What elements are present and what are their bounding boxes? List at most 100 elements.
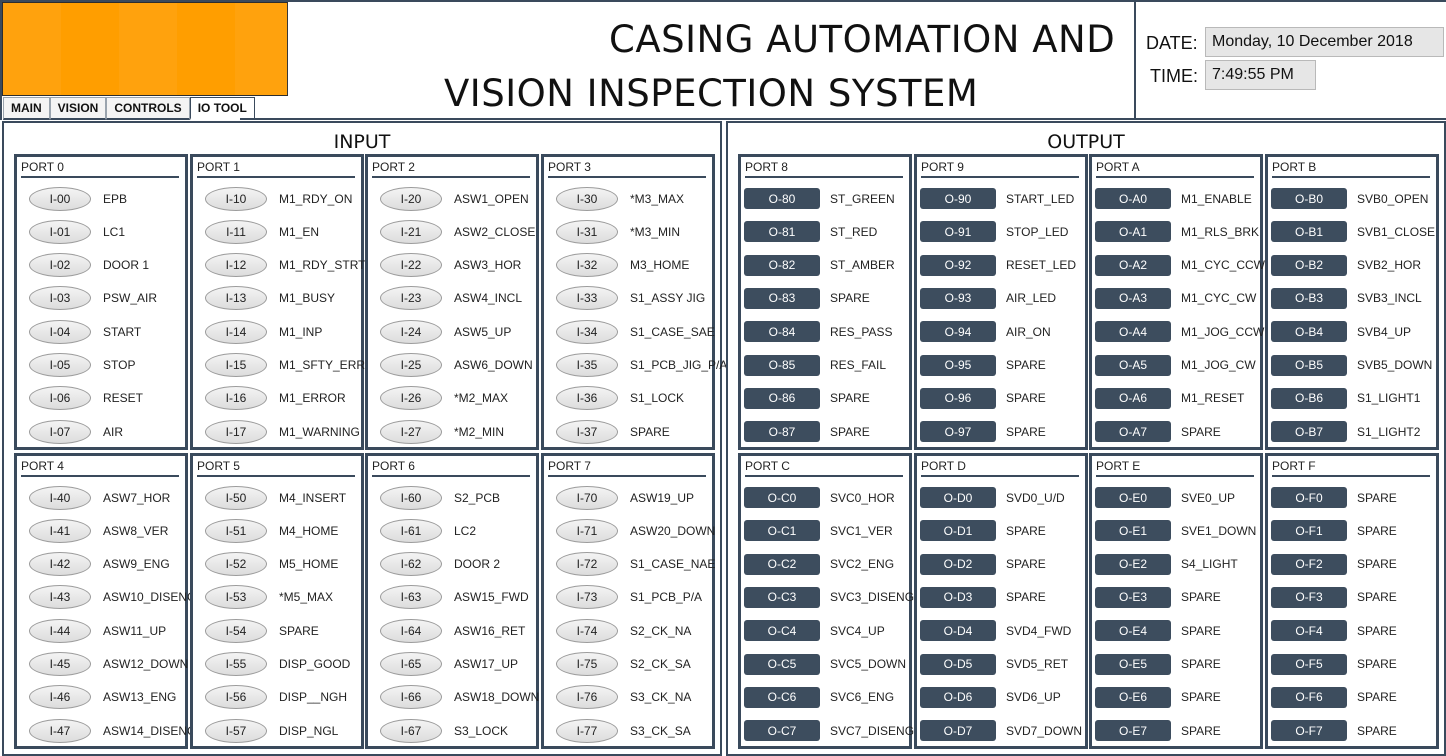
input-indicator-led[interactable]: I-32	[556, 253, 618, 278]
input-indicator-led[interactable]: I-34	[556, 319, 618, 344]
input-indicator-led[interactable]: I-43	[29, 585, 91, 610]
input-indicator-led[interactable]: I-13	[205, 286, 267, 311]
output-indicator-button[interactable]: O-C7	[744, 720, 820, 742]
input-indicator-led[interactable]: I-66	[380, 685, 442, 710]
output-indicator-button[interactable]: O-E1	[1095, 520, 1171, 542]
output-indicator-button[interactable]: O-D3	[920, 586, 996, 608]
input-indicator-led[interactable]: I-72	[556, 552, 618, 577]
output-indicator-button[interactable]: O-B3	[1271, 287, 1347, 309]
output-indicator-button[interactable]: O-87	[744, 421, 820, 443]
output-indicator-button[interactable]: O-B6	[1271, 387, 1347, 409]
output-indicator-button[interactable]: O-96	[920, 387, 996, 409]
output-indicator-button[interactable]: O-C6	[744, 686, 820, 708]
output-indicator-button[interactable]: O-82	[744, 254, 820, 276]
output-indicator-button[interactable]: O-D2	[920, 553, 996, 575]
output-indicator-button[interactable]: O-86	[744, 387, 820, 409]
output-indicator-button[interactable]: O-E4	[1095, 620, 1171, 642]
output-indicator-button[interactable]: O-80	[744, 188, 820, 209]
input-indicator-led[interactable]: I-46	[29, 685, 91, 710]
output-indicator-button[interactable]: O-A2	[1095, 254, 1171, 276]
output-indicator-button[interactable]: O-97	[920, 421, 996, 443]
input-indicator-led[interactable]: I-77	[556, 718, 618, 743]
input-indicator-led[interactable]: I-24	[380, 319, 442, 344]
input-indicator-led[interactable]: I-71	[556, 518, 618, 543]
input-indicator-led[interactable]: I-45	[29, 652, 91, 676]
output-indicator-button[interactable]: O-B7	[1271, 421, 1347, 443]
output-indicator-button[interactable]: O-D4	[920, 620, 996, 642]
input-indicator-led[interactable]: I-64	[380, 618, 442, 643]
output-indicator-button[interactable]: O-B5	[1271, 354, 1347, 376]
input-indicator-led[interactable]: I-05	[29, 353, 91, 377]
input-indicator-led[interactable]: I-10	[205, 186, 267, 211]
output-indicator-button[interactable]: O-D1	[920, 520, 996, 542]
output-indicator-button[interactable]: O-C2	[744, 553, 820, 575]
output-indicator-button[interactable]: O-E0	[1095, 487, 1171, 508]
input-indicator-led[interactable]: I-76	[556, 685, 618, 710]
output-indicator-button[interactable]: O-F2	[1271, 553, 1347, 575]
output-indicator-button[interactable]: O-93	[920, 287, 996, 309]
output-indicator-button[interactable]: O-E6	[1095, 686, 1171, 708]
output-indicator-button[interactable]: O-F0	[1271, 487, 1347, 508]
input-indicator-led[interactable]: I-33	[556, 286, 618, 311]
input-indicator-led[interactable]: I-65	[380, 652, 442, 676]
input-indicator-led[interactable]: I-40	[29, 485, 91, 510]
input-indicator-led[interactable]: I-53	[205, 585, 267, 610]
output-indicator-button[interactable]: O-D6	[920, 686, 996, 708]
output-indicator-button[interactable]: O-83	[744, 287, 820, 309]
input-indicator-led[interactable]: I-55	[205, 652, 267, 676]
tab-io-tool[interactable]: IO TOOL	[189, 97, 255, 120]
output-indicator-button[interactable]: O-F1	[1271, 520, 1347, 542]
output-indicator-button[interactable]: O-D0	[920, 487, 996, 508]
output-indicator-button[interactable]: O-92	[920, 254, 996, 276]
output-indicator-button[interactable]: O-E7	[1095, 720, 1171, 742]
output-indicator-button[interactable]: O-D5	[920, 653, 996, 675]
output-indicator-button[interactable]: O-B1	[1271, 221, 1347, 243]
output-indicator-button[interactable]: O-A5	[1095, 354, 1171, 376]
output-indicator-button[interactable]: O-95	[920, 354, 996, 376]
output-indicator-button[interactable]: O-C1	[744, 520, 820, 542]
input-indicator-led[interactable]: I-14	[205, 319, 267, 344]
input-indicator-led[interactable]: I-26	[380, 386, 442, 411]
output-indicator-button[interactable]: O-E2	[1095, 553, 1171, 575]
output-indicator-button[interactable]: O-85	[744, 354, 820, 376]
output-indicator-button[interactable]: O-F4	[1271, 620, 1347, 642]
output-indicator-button[interactable]: O-81	[744, 221, 820, 243]
input-indicator-led[interactable]: I-75	[556, 652, 618, 676]
input-indicator-led[interactable]: I-22	[380, 253, 442, 278]
output-indicator-button[interactable]: O-94	[920, 321, 996, 343]
output-indicator-button[interactable]: O-B0	[1271, 188, 1347, 209]
input-indicator-led[interactable]: I-07	[29, 419, 91, 444]
output-indicator-button[interactable]: O-C5	[744, 653, 820, 675]
output-indicator-button[interactable]: O-84	[744, 321, 820, 343]
input-indicator-led[interactable]: I-01	[29, 219, 91, 244]
input-indicator-led[interactable]: I-20	[380, 186, 442, 211]
input-indicator-led[interactable]: I-51	[205, 518, 267, 543]
output-indicator-button[interactable]: O-D7	[920, 720, 996, 742]
input-indicator-led[interactable]: I-44	[29, 618, 91, 643]
output-indicator-button[interactable]: O-E5	[1095, 653, 1171, 675]
input-indicator-led[interactable]: I-06	[29, 386, 91, 411]
input-indicator-led[interactable]: I-56	[205, 685, 267, 710]
input-indicator-led[interactable]: I-60	[380, 485, 442, 510]
input-indicator-led[interactable]: I-12	[205, 253, 267, 278]
output-indicator-button[interactable]: O-A1	[1095, 221, 1171, 243]
output-indicator-button[interactable]: O-F5	[1271, 653, 1347, 675]
input-indicator-led[interactable]: I-25	[380, 353, 442, 377]
output-indicator-button[interactable]: O-A0	[1095, 188, 1171, 209]
output-indicator-button[interactable]: O-91	[920, 221, 996, 243]
input-indicator-led[interactable]: I-41	[29, 518, 91, 543]
input-indicator-led[interactable]: I-57	[205, 718, 267, 743]
input-indicator-led[interactable]: I-54	[205, 618, 267, 643]
output-indicator-button[interactable]: O-E3	[1095, 586, 1171, 608]
tab-controls[interactable]: CONTROLS	[106, 97, 190, 120]
input-indicator-led[interactable]: I-42	[29, 552, 91, 577]
output-indicator-button[interactable]: O-C4	[744, 620, 820, 642]
input-indicator-led[interactable]: I-73	[556, 585, 618, 610]
input-indicator-led[interactable]: I-37	[556, 419, 618, 444]
output-indicator-button[interactable]: O-90	[920, 188, 996, 209]
input-indicator-led[interactable]: I-27	[380, 419, 442, 444]
input-indicator-led[interactable]: I-62	[380, 552, 442, 577]
input-indicator-led[interactable]: I-04	[29, 319, 91, 344]
input-indicator-led[interactable]: I-03	[29, 286, 91, 311]
input-indicator-led[interactable]: I-36	[556, 386, 618, 411]
